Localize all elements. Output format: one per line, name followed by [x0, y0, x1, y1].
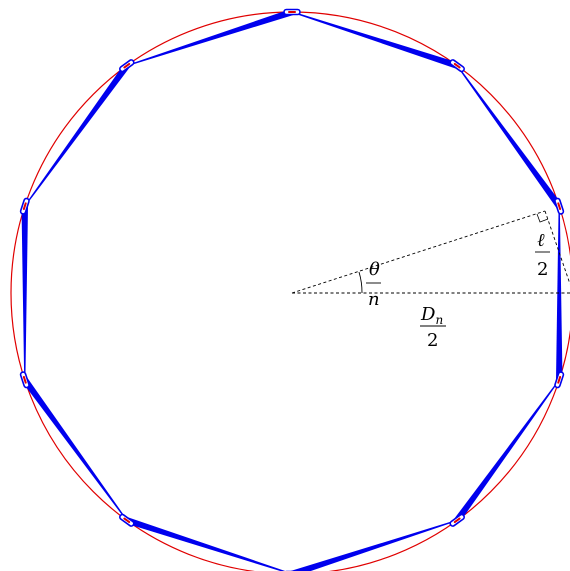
half-diameter-symbol: D	[420, 304, 436, 325]
vertex-tab-inner-5	[123, 62, 131, 69]
vertex-tab-inner-7	[22, 375, 27, 384]
angle-label-denominator: n	[368, 289, 380, 310]
polygon-side-4	[126, 8, 293, 67]
half-length-label-denominator: 2	[537, 259, 548, 280]
vertex-tab-inner-2	[557, 202, 562, 211]
half-length-label-numerator: ℓ	[537, 230, 545, 251]
polygon-side-5	[24, 63, 130, 207]
angled-radius-line	[291, 210, 546, 294]
polygon-side-6	[21, 206, 28, 380]
vertex-tab-inner-4	[288, 11, 296, 13]
vertex-tab-inner-10	[453, 517, 461, 524]
vertex-tab-inner-8	[123, 517, 131, 524]
polygon-side-1	[556, 206, 563, 380]
polygon-segments	[19, 8, 565, 571]
vertex-tab-inner-1	[557, 375, 562, 384]
circumscribed-circle	[10, 11, 570, 571]
half-diameter-label-denominator: 2	[427, 330, 438, 351]
angle-label-numerator: θ	[369, 259, 380, 280]
polygon-side-3	[291, 11, 459, 69]
right-angle-marker	[536, 213, 549, 223]
polygon-side-2	[456, 65, 562, 209]
angle-arc	[358, 271, 363, 294]
vertex-tab-inner-3	[453, 62, 461, 69]
polygon-side-10	[454, 379, 560, 523]
polygon-side-9	[291, 519, 458, 571]
polygon-side-7	[22, 377, 128, 521]
vertex-tab-inner-6	[22, 202, 27, 211]
half-chord-line	[544, 210, 570, 285]
polygon-side-8	[125, 517, 286, 571]
half-diameter-label-numerator: Dn	[420, 304, 443, 327]
half-diameter-subscript: n	[435, 313, 443, 327]
